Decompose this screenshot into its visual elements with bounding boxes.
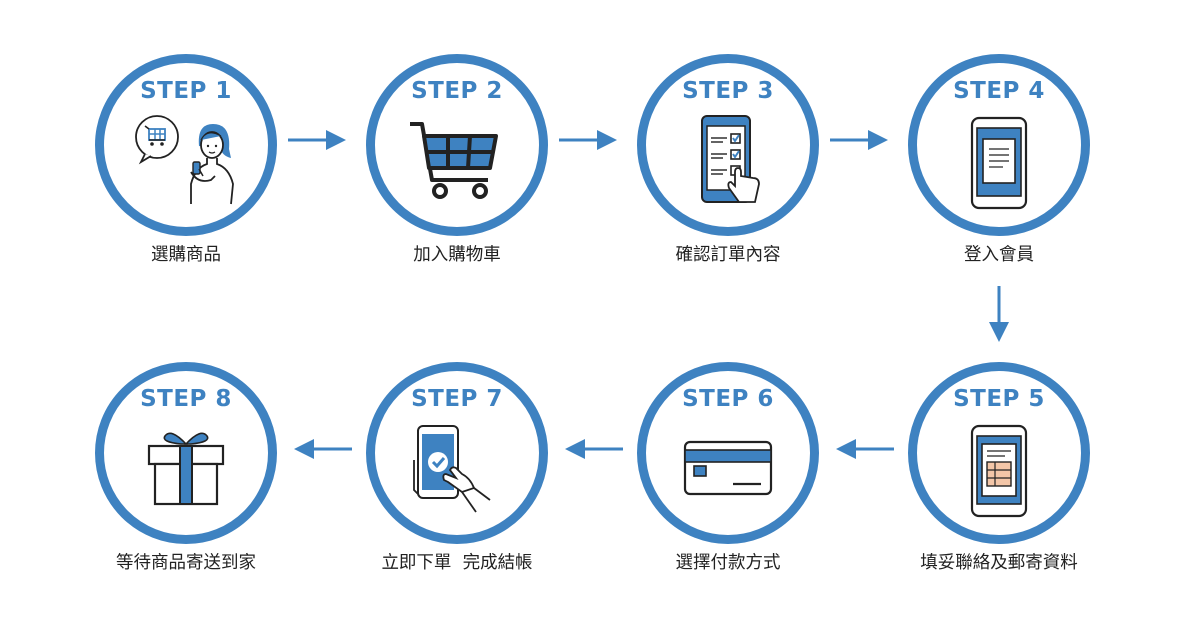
step-5: STEP 5 [908,362,1090,544]
step-8: STEP 8 [95,362,277,544]
step-7: STEP 7 [366,362,548,544]
arrow-left-icon [565,439,623,459]
step-6: STEP 6 [637,362,819,544]
step-5-label: 填妥聯絡及郵寄資料 [920,553,1078,573]
step-6-label: 選擇付款方式 [675,553,781,573]
arrow-left-icon [294,439,352,459]
step-title: STEP 2 [411,78,503,104]
step-circle [637,54,819,236]
credit-card-icon [683,440,773,496]
step-title: STEP 7 [411,386,503,412]
arrow-right-icon [288,130,346,150]
arrow-right-icon [559,130,617,150]
step-2: STEP 2 [366,54,548,236]
phone-form-icon [970,424,1028,518]
step-3-label: 確認訂單內容 [675,245,781,265]
shopper-with-phone-icon [135,115,234,205]
step-title: STEP 4 [953,78,1045,104]
phone-checkmark-icon [413,425,491,513]
step-title: STEP 5 [953,386,1045,412]
step-4-label: 登入會員 [964,245,1034,265]
phone-document-icon [970,116,1028,210]
step-1-label: 選購商品 [151,245,221,265]
step-2-label: 加入購物車 [413,245,501,265]
gift-box-icon [147,432,225,506]
arrow-left-icon [836,439,894,459]
step-8-label: 等待商品寄送到家 [116,553,256,573]
arrow-down-icon [989,286,1009,342]
step-title: STEP 1 [140,78,232,104]
step-title: STEP 8 [140,386,232,412]
step-7-label: 立即下單 完成結帳 [381,553,533,573]
step-1: STEP 1 [95,54,277,236]
shopping-cart-icon [410,122,498,199]
step-4: STEP 4 [908,54,1090,236]
step-title: STEP 6 [682,386,774,412]
checklist-phone-icon [701,115,760,203]
arrow-right-icon [830,130,888,150]
step-3: STEP 3 [637,54,819,236]
step-title: STEP 3 [682,78,774,104]
step-circle [95,54,277,236]
